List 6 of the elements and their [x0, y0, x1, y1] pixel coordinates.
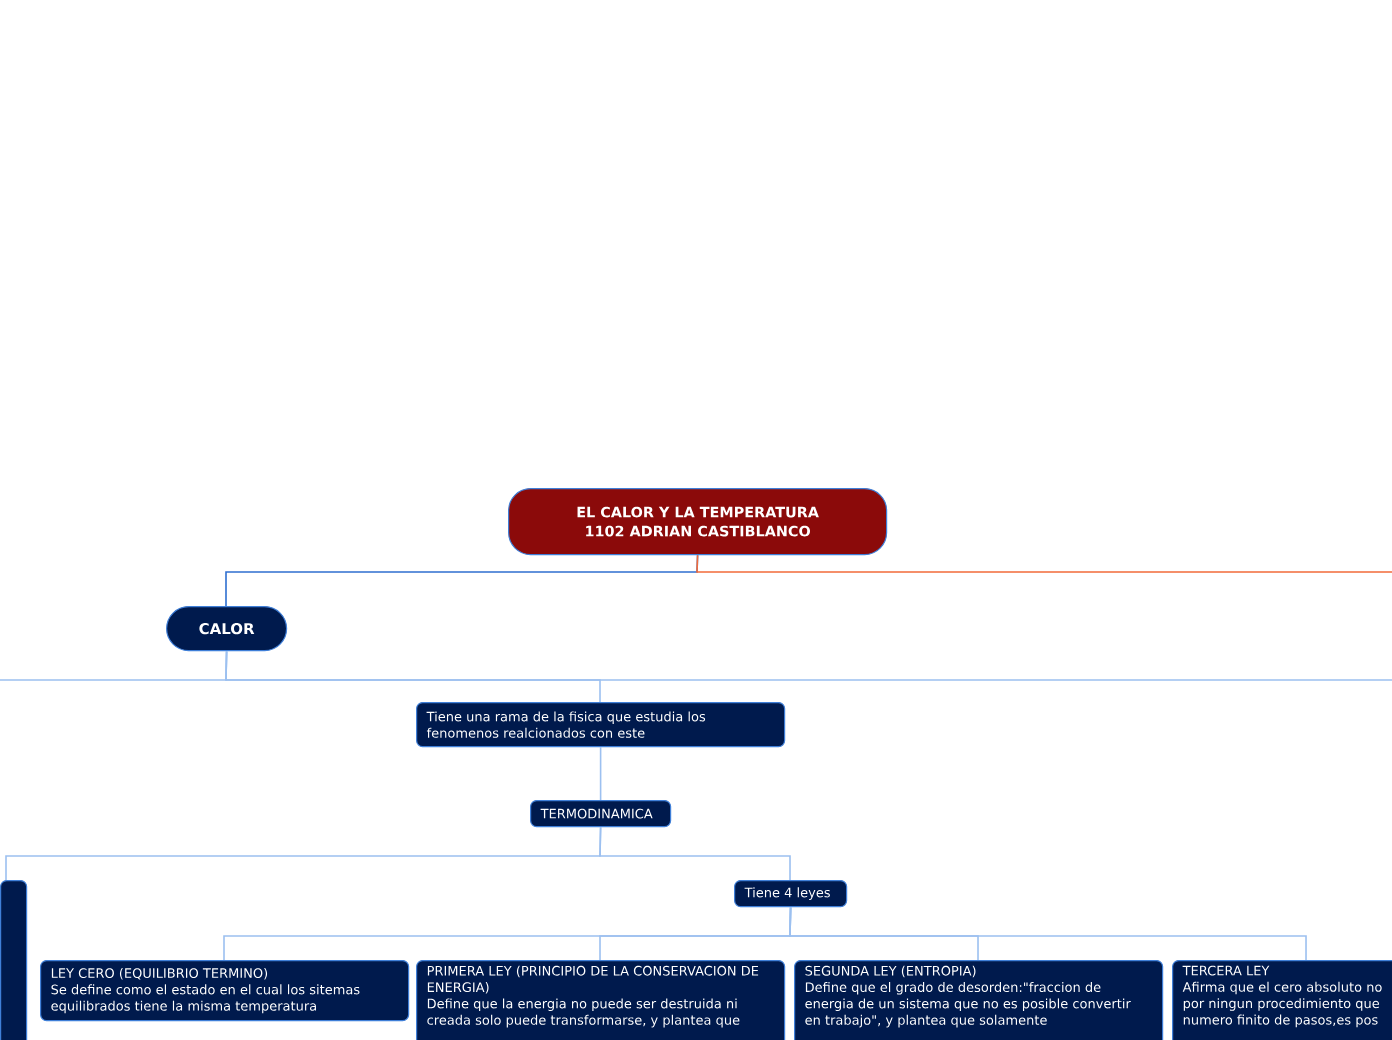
empty-box	[0, 880, 28, 1040]
connector	[599, 826, 791, 881]
connector	[225, 650, 1392, 681]
connector	[789, 906, 1307, 961]
connector	[696, 554, 1392, 573]
connector	[599, 746, 602, 801]
